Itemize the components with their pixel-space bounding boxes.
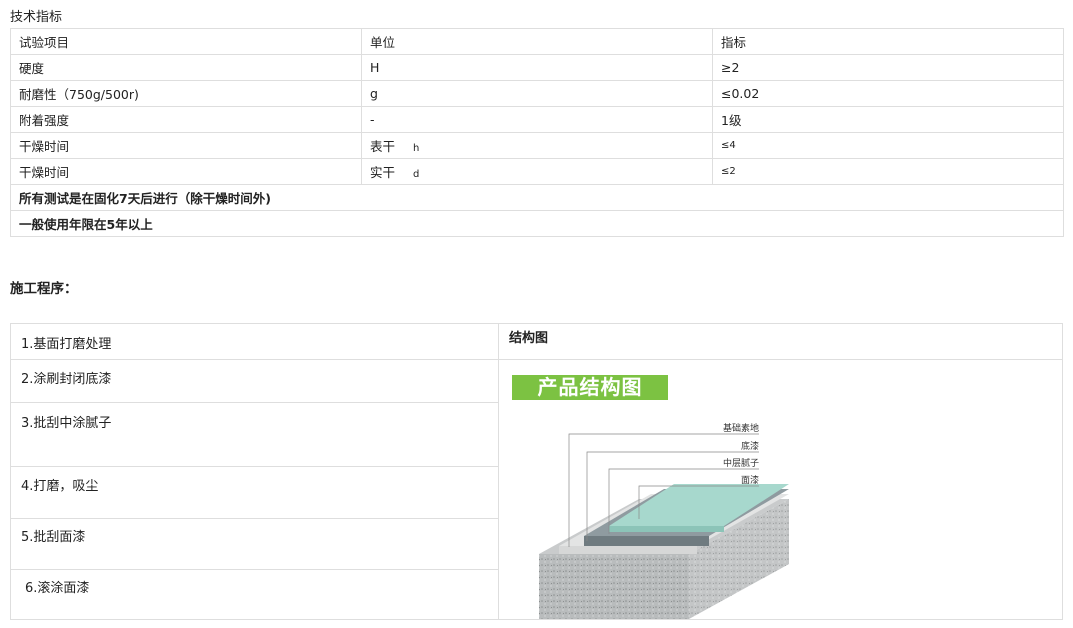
procedure-title: 施工程序： bbox=[10, 281, 78, 297]
procedure-table: 1.基面打磨处理 2.涂刷封闭底漆 3.批刮中涂腻子 4.打磨，吸尘 5.批刮面… bbox=[10, 323, 1063, 620]
base-side-face bbox=[689, 499, 789, 619]
list-item: 3.批刮中涂腻子 bbox=[11, 403, 498, 467]
list-item: 1.基面打磨处理 bbox=[11, 324, 498, 360]
header-item: 试验项目 bbox=[10, 28, 362, 55]
row-item: 附着强度 bbox=[10, 106, 362, 133]
unit-suffix: h bbox=[413, 143, 420, 154]
row-value: ≤0.02 bbox=[712, 80, 1064, 107]
structure-column: 结构图 产品结构图 bbox=[499, 324, 1062, 619]
list-item: 4.打磨，吸尘 bbox=[11, 467, 498, 519]
section-title: 技术指标 bbox=[10, 10, 63, 25]
header-unit: 单位 bbox=[361, 28, 713, 55]
row-item: 干燥时间 bbox=[10, 158, 362, 185]
layer-label: 底漆 bbox=[741, 440, 759, 452]
base-front-face bbox=[539, 554, 689, 619]
table-row: 硬度 H ≥2 bbox=[10, 54, 1064, 81]
table-header-row: 试验项目 单位 指标 bbox=[10, 28, 1064, 55]
row-value: ≤4 bbox=[712, 132, 1064, 159]
row-unit: - bbox=[361, 106, 713, 133]
row-item: 硬度 bbox=[10, 54, 362, 81]
row-unit: H bbox=[361, 54, 713, 81]
layer-label: 面漆 bbox=[741, 474, 759, 486]
note-life: 一般使用年限在5年以上 bbox=[10, 210, 1064, 237]
steps-column: 1.基面打磨处理 2.涂刷封闭底漆 3.批刮中涂腻子 4.打磨，吸尘 5.批刮面… bbox=[11, 324, 499, 619]
spec-table: 试验项目 单位 指标 硬度 H ≥2 耐磨性（750g/500r) g ≤0.0… bbox=[10, 28, 1064, 237]
row-value: ≥2 bbox=[712, 54, 1064, 81]
topcoat-layer bbox=[609, 484, 789, 526]
row-value: 1级 bbox=[712, 106, 1064, 133]
note-row: 一般使用年限在5年以上 bbox=[10, 210, 1064, 237]
table-row: 附着强度 - 1级 bbox=[10, 106, 1064, 133]
unit-suffix: d bbox=[413, 169, 420, 180]
row-unit: g bbox=[361, 80, 713, 107]
list-item: 6.滚涂面漆 bbox=[25, 581, 90, 596]
structure-banner: 产品结构图 bbox=[512, 375, 668, 400]
layer-structure-diagram: 基础素地 底漆 中层腻子 面漆 bbox=[539, 422, 789, 619]
table-row: 耐磨性（750g/500r) g ≤0.02 bbox=[10, 80, 1064, 107]
list-item: 5.批刮面漆 bbox=[11, 519, 498, 570]
note-row: 所有测试是在固化7天后进行（除干燥时间外) bbox=[10, 184, 1064, 211]
structure-header: 结构图 bbox=[499, 324, 1062, 360]
list-item: 2.涂刷封闭底漆 bbox=[11, 360, 498, 403]
layer-label: 中层腻子 bbox=[723, 457, 759, 469]
note-cure: 所有测试是在固化7天后进行（除干燥时间外) bbox=[10, 184, 1064, 211]
row-item: 耐磨性（750g/500r) bbox=[10, 80, 362, 107]
row-value: ≤2 bbox=[712, 158, 1064, 185]
header-value: 指标 bbox=[712, 28, 1064, 55]
layer-label: 基础素地 bbox=[723, 422, 759, 434]
row-item: 干燥时间 bbox=[10, 132, 362, 159]
